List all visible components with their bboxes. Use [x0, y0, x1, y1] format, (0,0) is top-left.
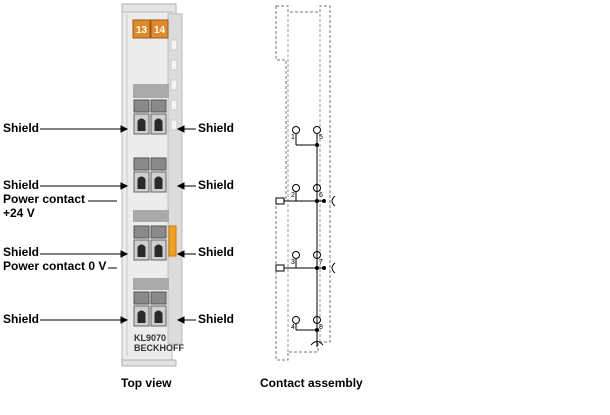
label-shield-left: Shield [3, 178, 40, 192]
junction-dot [315, 143, 319, 147]
leader-arrow [176, 182, 185, 190]
spring-contact [150, 225, 167, 261]
spring-contact [133, 225, 150, 261]
label-shield-right: Shield [198, 178, 235, 192]
capacitor-arc [331, 195, 336, 207]
release-button [133, 157, 150, 171]
pin-circle [292, 316, 300, 324]
wire-opening [137, 244, 146, 257]
release-button [133, 225, 150, 239]
leader-arrow [176, 316, 185, 324]
release-button [133, 99, 150, 113]
label-shield-left: Shield [3, 312, 40, 326]
leader-arrow [120, 316, 129, 324]
junction-dot [315, 328, 319, 332]
pin-number: 2 [291, 192, 295, 199]
pin-circle [292, 251, 300, 259]
label-power-contact-0v: Power contact 0 V [3, 259, 107, 273]
plate-label-13: 13 [136, 25, 148, 36]
label-shield-left: Shield [3, 245, 40, 259]
schematic-wiring [284, 134, 336, 347]
pin-number: 1 [291, 134, 295, 141]
label-shield-right: Shield [198, 121, 235, 135]
wire-opening [154, 244, 163, 257]
leader-arrow [120, 250, 129, 258]
wire-opening [137, 310, 146, 323]
spring-contact [133, 291, 150, 327]
terminal-number-plates: 13 14 [132, 19, 169, 39]
housing-outline [275, 5, 331, 361]
junction-dot [322, 266, 326, 270]
wire-opening [137, 118, 146, 131]
junction-dot [322, 199, 326, 203]
spring-contact [133, 99, 150, 135]
label-shield-right: Shield [198, 312, 235, 326]
wire-opening [154, 118, 163, 131]
spring-contact [150, 291, 167, 327]
status-led [168, 225, 177, 257]
release-button [150, 291, 167, 305]
spring-contact [150, 157, 167, 193]
wire-opening [154, 310, 163, 323]
capacitor-arc [331, 262, 336, 274]
right-leader-lines [176, 125, 196, 324]
release-button [150, 225, 167, 239]
contact-assembly-schematic: 1 5 2 6 3 7 4 8 [275, 5, 336, 361]
spring-contact [133, 157, 150, 193]
brand-label: BECKHOFF [134, 343, 184, 353]
junction-dot [315, 199, 319, 203]
leader-arrow [120, 182, 129, 190]
pin-circle [292, 126, 300, 134]
caption-contact-assembly: Contact assembly [260, 376, 363, 390]
pin-number: 3 [291, 259, 295, 266]
leader-arrow [176, 250, 185, 258]
label-power-contact-24v-value: +24 V [3, 206, 35, 220]
contact-slots [133, 99, 167, 327]
pin-number: 7 [319, 259, 323, 266]
wire-opening [137, 176, 146, 189]
power-contact-terminal [275, 264, 285, 272]
caption-top-view: Top view [121, 376, 172, 390]
release-button [150, 99, 167, 113]
leader-arrow [176, 125, 185, 133]
pin-number: 8 [319, 324, 323, 331]
wire-opening [154, 176, 163, 189]
release-button [133, 291, 150, 305]
power-contact-terminal [275, 197, 285, 205]
terminal-number-plate [132, 19, 151, 39]
pin-circle [313, 126, 321, 134]
junction-dot [315, 266, 319, 270]
pin-circle [292, 184, 300, 192]
release-button [150, 157, 167, 171]
label-power-contact-24v: Power contact [3, 192, 86, 206]
spring-contact [150, 99, 167, 135]
model-label: KL9070 [134, 333, 166, 343]
pin-number: 6 [319, 192, 323, 199]
left-leader-lines [40, 125, 129, 324]
plate-label-14: 14 [154, 25, 166, 36]
label-shield-right: Shield [198, 245, 235, 259]
pin-number: 5 [319, 134, 323, 141]
pin-number: 4 [291, 324, 295, 331]
label-shield-left: Shield [3, 121, 40, 135]
terminal-number-plate [150, 19, 169, 39]
leader-arrow [120, 125, 129, 133]
